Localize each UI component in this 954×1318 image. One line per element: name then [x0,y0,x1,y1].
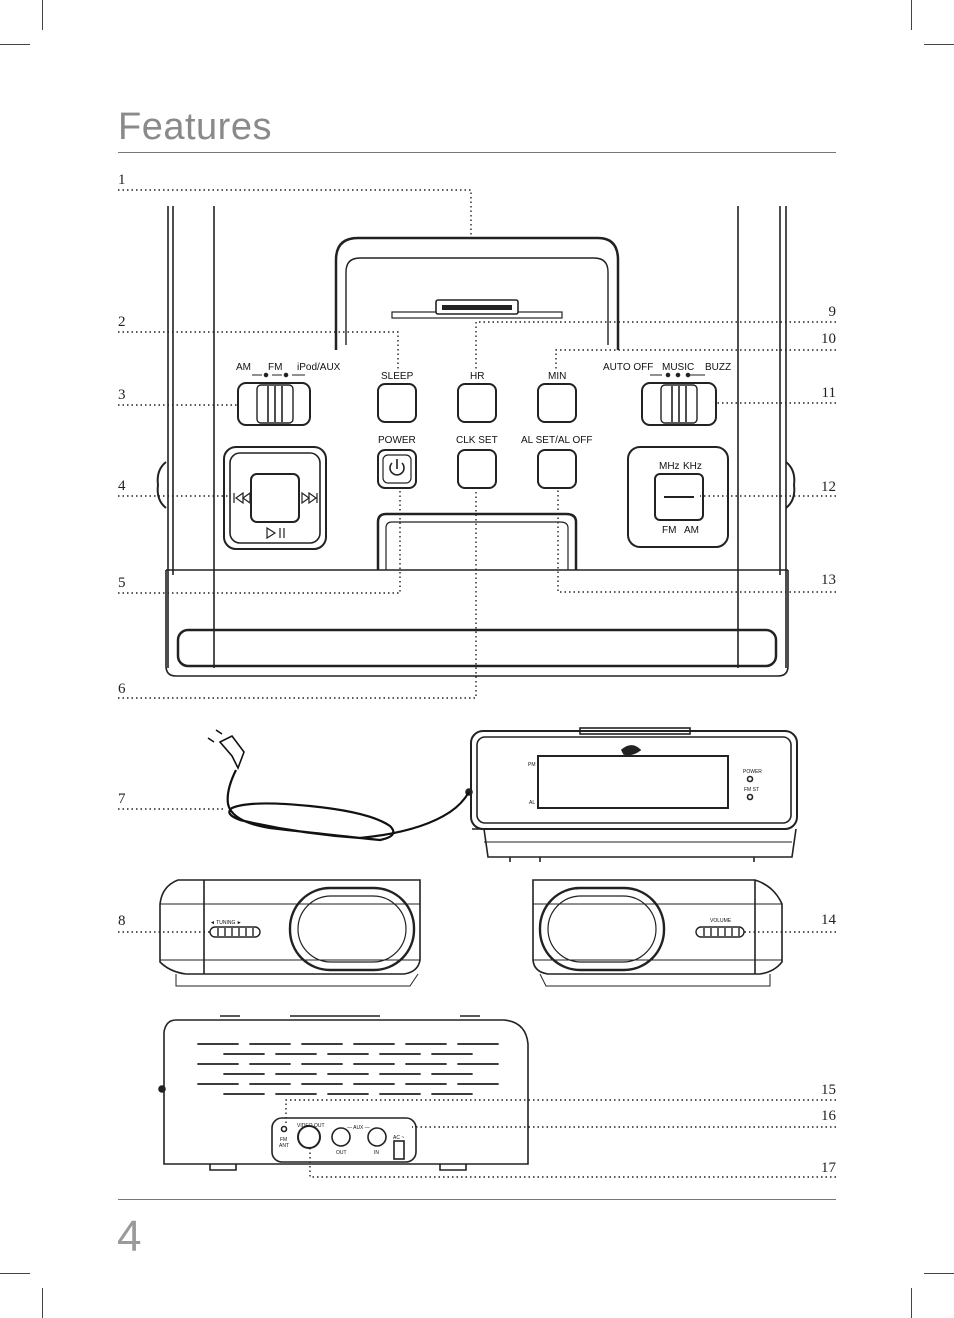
crop-mark [42,1288,43,1318]
callout-5: 5 [118,575,126,591]
callout-6: 6 [118,681,126,697]
out-label: OUT [336,1150,347,1156]
alarm-label-auto-off: AUTO OFF [603,362,653,373]
ac-label: AC ~ [393,1135,404,1141]
callout-15: 15 [821,1082,836,1098]
clock-power-led-label: POWER [743,769,762,775]
alarm-mode-switch[interactable] [641,372,717,426]
sleep-label: SLEEP [381,371,414,382]
band-label-mhz: MHz [659,461,680,472]
crop-mark [0,1273,30,1274]
clk-set-label: CLK SET [456,435,498,446]
callout-7: 7 [118,791,126,807]
crop-mark [924,1273,954,1274]
aux-out-jack [331,1127,351,1147]
power-icon [389,459,405,476]
band-label-fm: FM [662,525,676,536]
tuning-dial[interactable] [209,926,261,938]
callout-17: 17 [821,1160,836,1176]
mode-label-ipod: iPod/AUX [297,362,341,373]
crop-mark [42,0,43,30]
mode-label-am: AM [236,362,251,373]
clock-pm-label: PM [528,762,536,768]
min-button[interactable] [537,383,577,423]
callout-10: 10 [821,331,836,347]
aux-label: — AUX — [347,1125,370,1131]
mode-switch[interactable] [237,372,311,426]
al-set-label: AL SET/AL OFF [521,435,593,446]
band-switch[interactable] [627,446,729,548]
aux-in-jack [367,1127,387,1147]
volume-label: VOLUME [710,918,732,924]
page-title: Features [118,106,272,148]
clock-front-unit [465,727,798,862]
leader-lines [118,189,836,1178]
fm-ant-label-1: FM [280,1137,287,1143]
power-button[interactable] [377,449,417,489]
callout-3: 3 [118,387,126,403]
callout-16: 16 [821,1108,836,1124]
alarm-label-buzz: BUZZ [705,362,731,373]
sleep-button[interactable] [377,383,417,423]
in-label: IN [374,1150,379,1156]
al-set-button[interactable] [537,449,577,489]
hr-label: HR [470,371,484,382]
clock-al-label: AL [529,800,535,806]
volume-dial[interactable] [695,926,745,938]
tuning-label: ◄ TUNING ► [210,920,242,926]
band-label-am: AM [684,525,699,536]
clock-fm-st-label: FM ST [744,787,759,793]
band-label-khz: KHz [683,461,702,472]
top-view-unit [156,206,796,677]
callout-11: 11 [821,385,836,401]
rear-view-unit [158,1015,529,1171]
crop-mark [911,0,912,30]
clk-set-button[interactable] [457,449,497,489]
alarm-label-music: MUSIC [662,362,694,373]
power-label: POWER [378,435,416,446]
callout-12: 12 [821,479,836,495]
callout-8: 8 [118,913,126,929]
crop-mark [0,44,30,45]
mode-label-fm: FM [268,362,282,373]
crop-mark [924,44,954,45]
callout-14: 14 [821,912,836,928]
footer-rule [118,1199,836,1200]
transport-pad[interactable] [223,446,327,550]
power-cord [207,729,470,842]
page-number: 4 [117,1212,142,1261]
callout-1: 1 [118,172,126,188]
video-out-jack [297,1125,321,1149]
ac-socket [393,1140,405,1160]
min-label: MIN [548,371,566,382]
hr-button[interactable] [457,383,497,423]
fm-antenna-jack [280,1125,288,1133]
video-out-label: VIDEO OUT [297,1123,325,1129]
title-rule [118,152,836,153]
rear-jack-panel [271,1117,417,1163]
crop-mark [911,1288,912,1318]
fm-ant-label-2: ANT [279,1143,289,1149]
side-view-right [532,879,783,987]
callout-9: 9 [828,304,837,320]
callout-13: 13 [821,572,836,588]
side-view-left [159,879,421,987]
callout-2: 2 [118,314,126,330]
rear-vents [197,1043,499,1095]
callout-4: 4 [118,478,126,494]
